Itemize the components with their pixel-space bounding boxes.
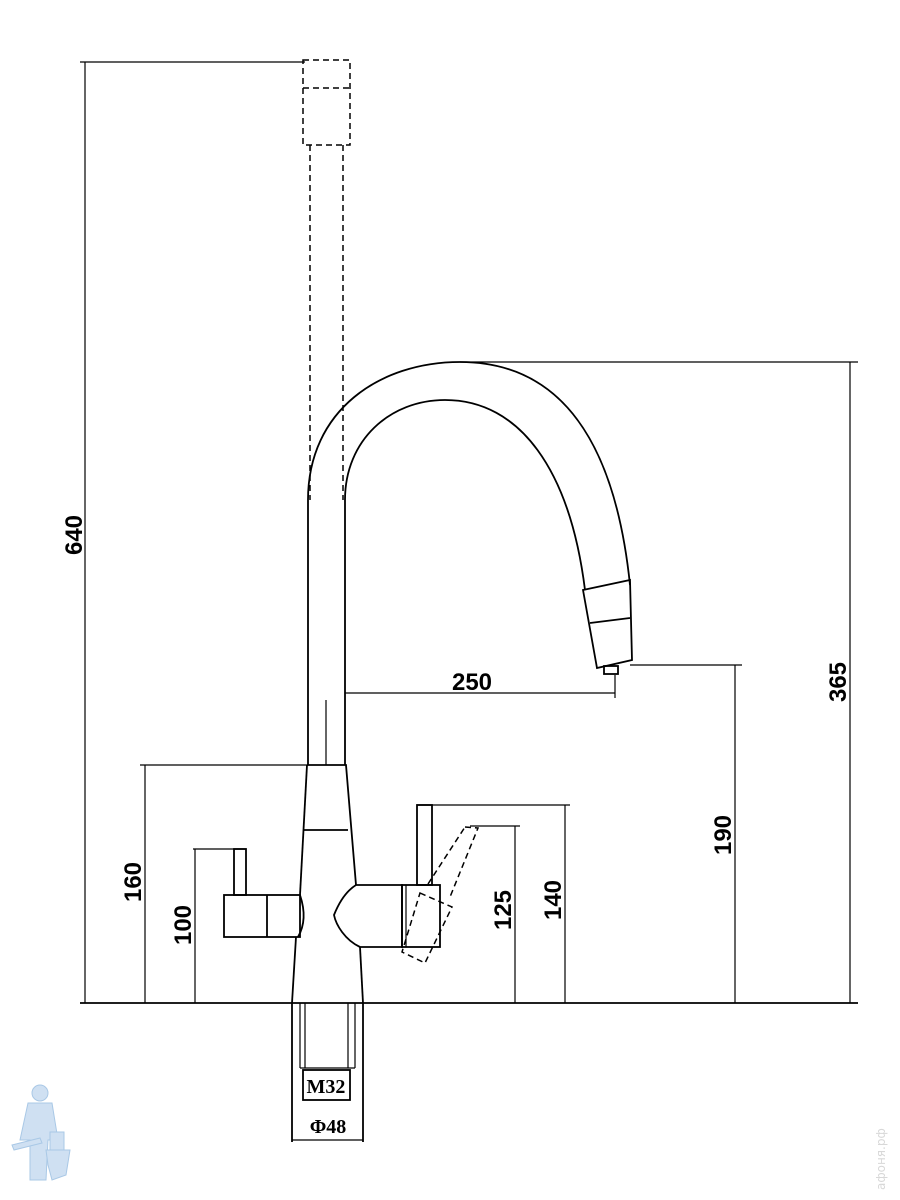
dimension-100: 100 [170, 848, 246, 1003]
diameter-label: Φ48 [310, 1116, 347, 1138]
thread-label: M32 [307, 1076, 346, 1098]
right-handle [333, 804, 480, 964]
watermark: афоня.рф [874, 1128, 888, 1190]
dimension-250: 250 [345, 669, 616, 698]
dimension-label-100: 100 [170, 905, 197, 945]
dimension-label-160: 160 [120, 862, 147, 902]
dimension-label-250: 250 [452, 669, 492, 696]
plumber-logo [11, 1084, 71, 1181]
dimension-125: 125 [470, 825, 520, 1003]
pullout-spout-dashed [302, 59, 351, 500]
mounting-shank: M32 Φ48 [291, 1003, 364, 1142]
faucet-body [291, 764, 364, 1004]
dimension-label-365: 365 [825, 662, 852, 702]
dimension-label-190: 190 [710, 815, 737, 855]
dimension-160: 160 [120, 764, 307, 1003]
dimension-140: 140 [417, 804, 570, 1003]
dimension-label-125: 125 [490, 890, 517, 930]
dimension-label-140: 140 [540, 880, 567, 920]
dimension-190: 190 [630, 664, 742, 1003]
dimension-640: 640 [61, 61, 305, 1003]
dimension-365: 365 [460, 361, 858, 1003]
dimension-label-640: 640 [61, 515, 88, 555]
left-handle [223, 848, 305, 938]
spout [307, 361, 633, 765]
